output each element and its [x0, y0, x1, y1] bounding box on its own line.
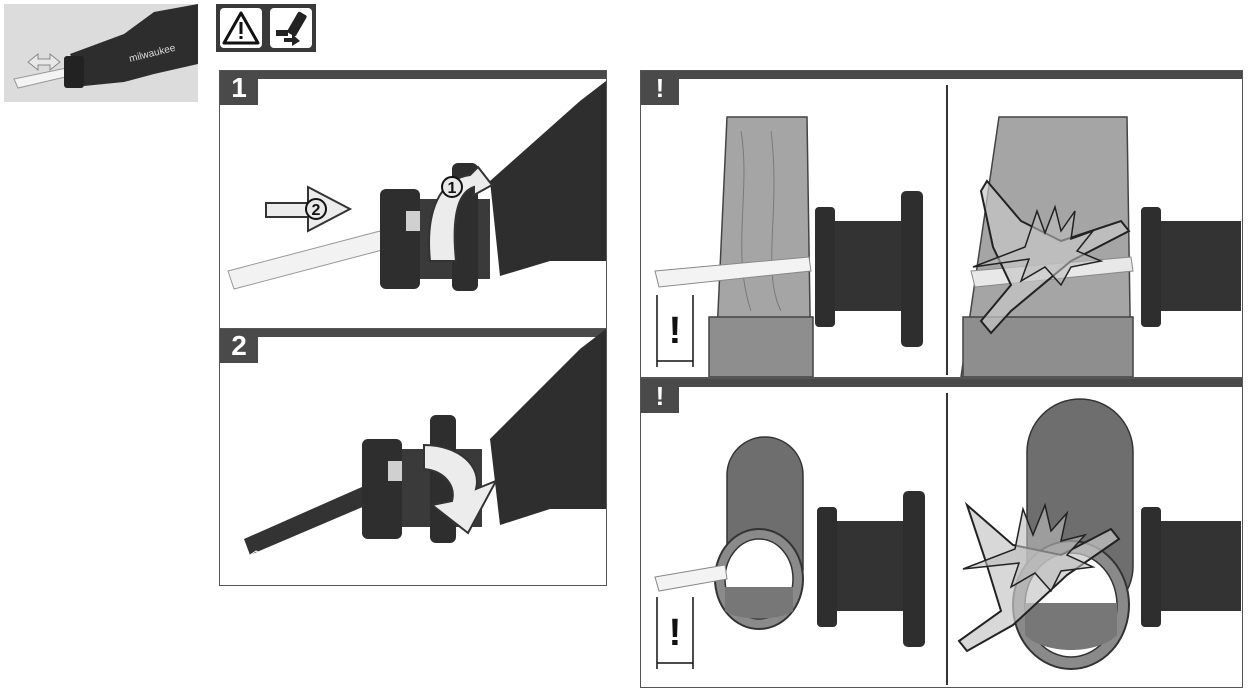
panel-header-bar — [220, 329, 606, 337]
warning-badge: ! — [641, 379, 679, 413]
double-arrow-icon — [27, 52, 61, 72]
step-2-panel: 2 — [219, 328, 607, 586]
step-badge: 1 — [220, 71, 258, 105]
step-badge: 2 — [220, 329, 258, 363]
warning-wood-panel: ! ! — [640, 70, 1243, 378]
header-icon-strip — [216, 4, 316, 52]
clearance-warning-mark: ! — [669, 310, 682, 352]
pipe-cut-illustration: ! — [654, 398, 1241, 670]
warning-badge: ! — [641, 71, 679, 105]
panel-header-bar — [220, 71, 606, 79]
saw-thumbnail-illustration: milwaukee — [13, 4, 198, 89]
panel-divider — [946, 393, 948, 685]
warning-triangle-icon — [220, 8, 262, 48]
step-1-panel: 1 1 2 — [219, 70, 607, 330]
clearance-warning-mark: ! — [669, 612, 682, 654]
step-1-illustration: 1 2 — [227, 81, 606, 291]
panel-header-bar — [641, 379, 1242, 387]
warning-pipe-panel: ! ! — [640, 378, 1243, 688]
arrow-label-1: 1 — [448, 180, 457, 197]
step-arrow-label-circle — [441, 176, 463, 198]
step-2-illustration — [244, 329, 606, 556]
saw-thumbnail: milwaukee — [4, 4, 198, 102]
panel-header-bar — [641, 71, 1242, 79]
wood-cut-illustration: ! — [654, 116, 1241, 377]
battery-remove-icon — [270, 8, 312, 48]
arrow-label-2: 2 — [312, 202, 321, 219]
panel-divider — [946, 85, 948, 375]
